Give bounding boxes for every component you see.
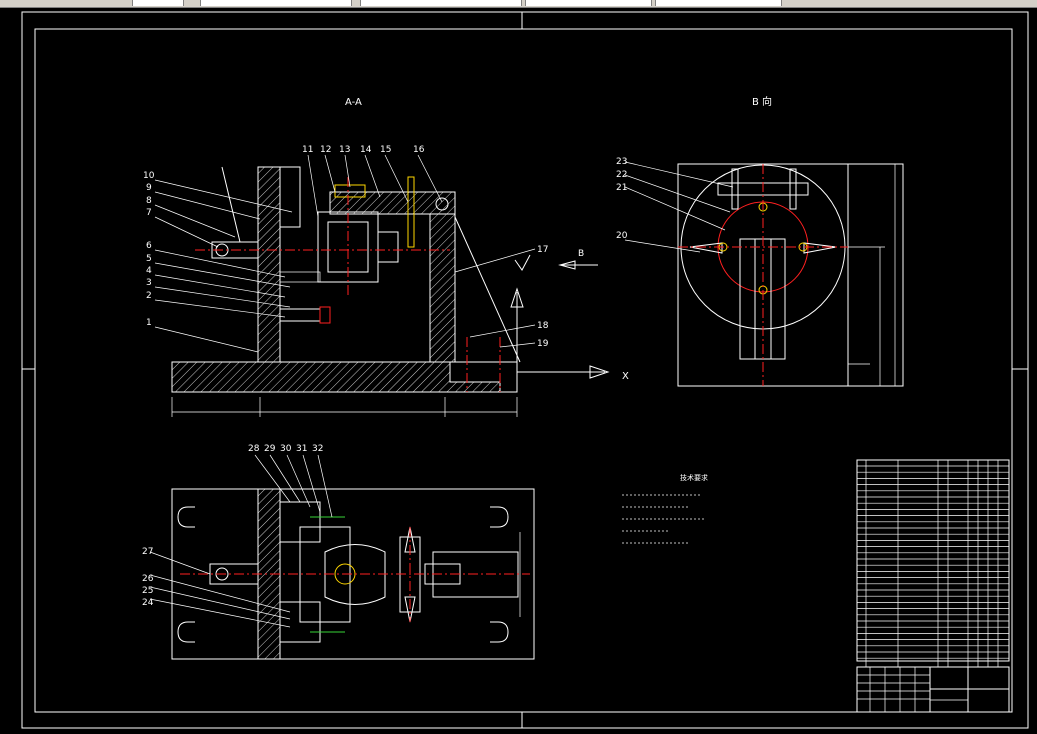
- svg-text:14: 14: [360, 145, 372, 155]
- svg-text:9: 9: [146, 183, 152, 193]
- parts-list-table: [856, 459, 1010, 667]
- svg-text:22: 22: [616, 170, 627, 180]
- svg-text:12: 12: [320, 145, 331, 155]
- direction-b-label: B: [578, 249, 584, 259]
- svg-text:3: 3: [146, 278, 152, 288]
- plotstyle-dropdown[interactable]: [525, 0, 652, 6]
- svg-text:32: 32: [312, 444, 323, 454]
- svg-text:29: 29: [264, 444, 276, 454]
- svg-text:8: 8: [146, 196, 152, 206]
- svg-text:18: 18: [537, 321, 549, 331]
- notes-title: 技术要求: [680, 473, 708, 482]
- section-leaders: [154, 154, 536, 353]
- svg-text:27: 27: [142, 547, 153, 557]
- plan-part-numbers: 24 25 26 27 28 29 30 31 32: [142, 444, 323, 608]
- bview-part-numbers: 20 21 22 23: [616, 157, 628, 241]
- svg-text:11: 11: [302, 145, 313, 155]
- svg-text:28: 28: [248, 444, 260, 454]
- svg-text:23: 23: [616, 157, 627, 167]
- svg-text:19: 19: [537, 339, 549, 349]
- drawing-canvas[interactable]: A-A B 向: [0, 7, 1037, 734]
- svg-text:1: 1: [146, 318, 152, 328]
- b-direction-view: [677, 163, 904, 387]
- svg-text:25: 25: [142, 586, 153, 596]
- plan-leaders: [149, 454, 333, 628]
- svg-text:4: 4: [146, 266, 152, 276]
- svg-text:26: 26: [142, 574, 154, 584]
- svg-text:5: 5: [146, 254, 152, 264]
- svg-text:6: 6: [146, 241, 152, 251]
- parts-list-rows: [857, 465, 1009, 659]
- bview-leaders: [624, 161, 734, 253]
- svg-text:21: 21: [616, 183, 627, 193]
- svg-text:31: 31: [296, 444, 307, 454]
- cad-toolbar-strip: [0, 0, 1037, 8]
- svg-text:13: 13: [339, 145, 350, 155]
- technical-notes: 技术要求: [622, 473, 708, 544]
- svg-text:15: 15: [380, 145, 391, 155]
- svg-text:7: 7: [146, 208, 152, 218]
- x-axis-label: X: [622, 371, 629, 382]
- section-view: X B: [171, 166, 629, 417]
- title-block: [856, 666, 1010, 713]
- lineweight-dropdown[interactable]: [360, 0, 522, 6]
- svg-text:10: 10: [143, 171, 155, 181]
- svg-text:2: 2: [146, 291, 152, 301]
- svg-text:17: 17: [537, 245, 548, 255]
- linetype-dropdown[interactable]: [200, 0, 352, 6]
- section-label: A-A: [345, 97, 362, 108]
- color-dropdown[interactable]: [655, 0, 782, 6]
- svg-text:16: 16: [413, 145, 425, 155]
- svg-text:24: 24: [142, 598, 154, 608]
- plan-view: [171, 488, 535, 660]
- svg-text:20: 20: [616, 231, 628, 241]
- svg-text:30: 30: [280, 444, 292, 454]
- layer-dropdown[interactable]: [132, 0, 184, 6]
- sheet-border: [21, 11, 1029, 729]
- section-part-numbers: 1 2 3 4 5 6 7 8 9 10 11 12 13 14 15 16 1…: [143, 145, 549, 349]
- view-label: B 向: [752, 95, 772, 108]
